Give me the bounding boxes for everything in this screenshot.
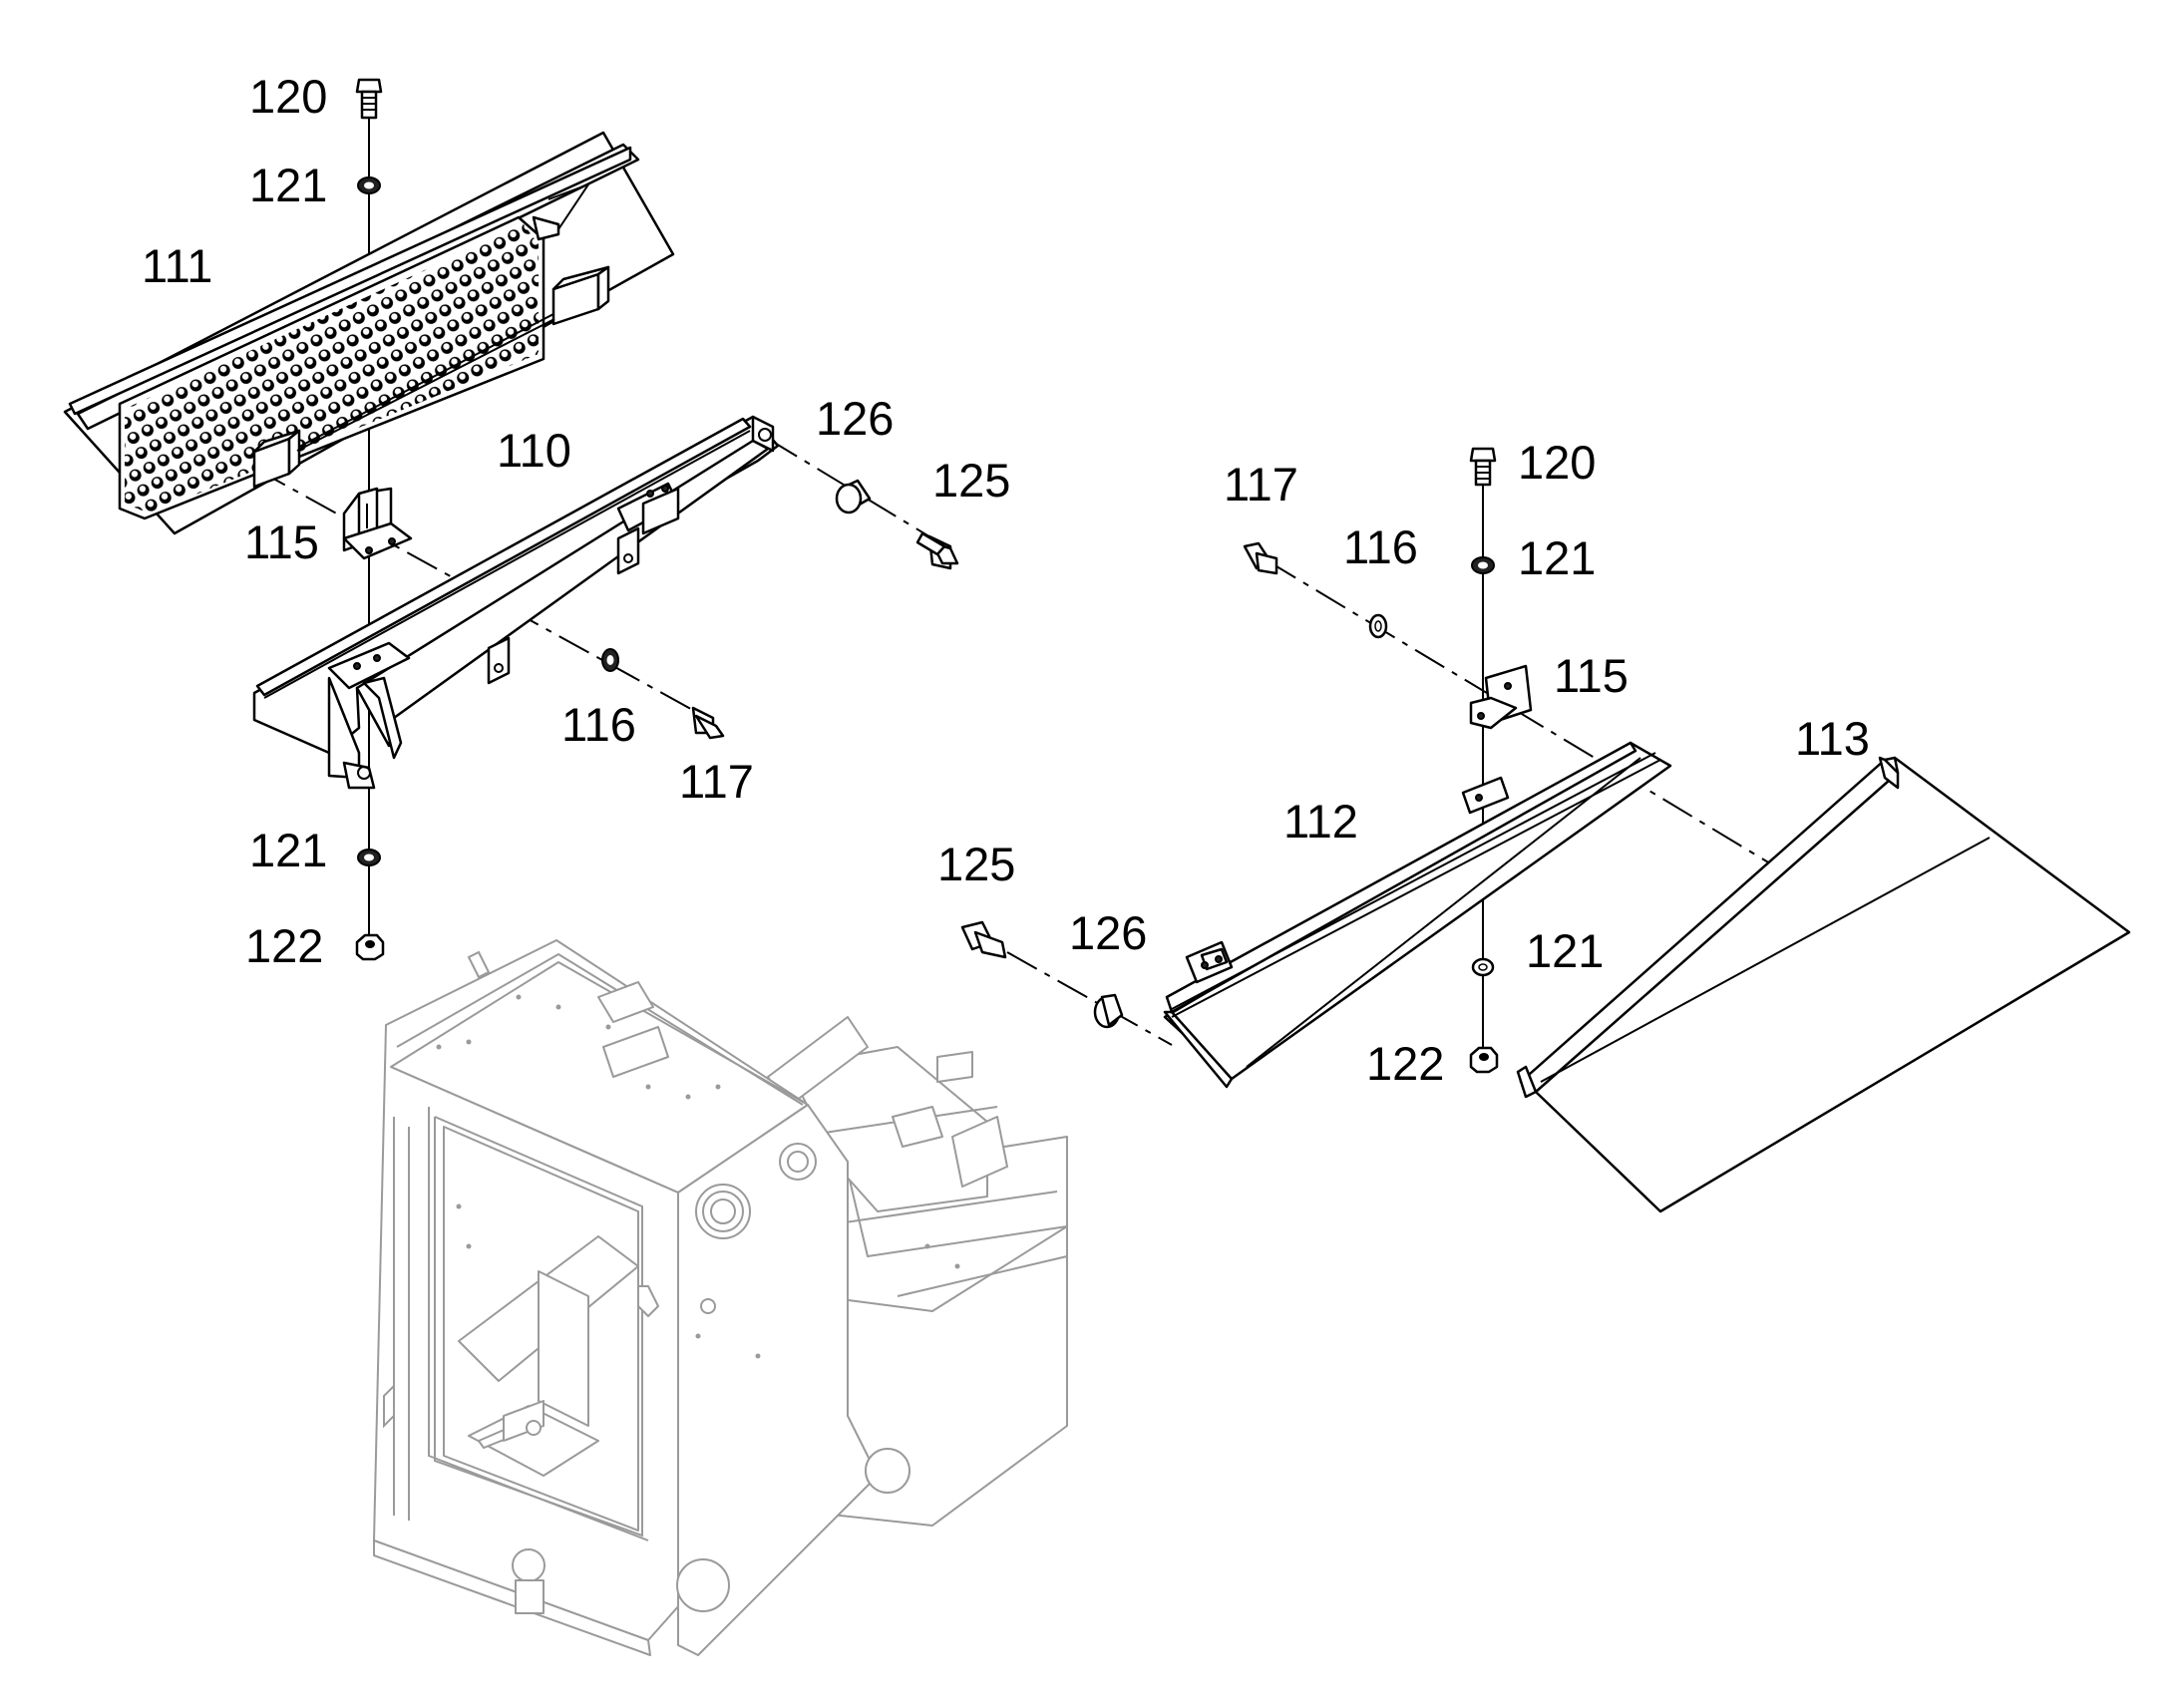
label-112: 112 <box>1283 795 1358 848</box>
label-122-right: 122 <box>1366 1037 1444 1090</box>
part-126-spacer-lower <box>1093 993 1124 1029</box>
label-126-lower: 126 <box>1069 906 1147 959</box>
part-112-wedge-cover <box>1163 741 1672 1089</box>
part-121-washer-lower-left <box>357 849 381 866</box>
part-110-frame-bracket <box>252 415 780 790</box>
part-116-washer-right <box>1368 613 1388 639</box>
machine-frame-background <box>373 939 1068 1656</box>
label-125-lower: 125 <box>937 838 1015 890</box>
part-116-washer-upper <box>601 648 619 672</box>
label-125-upper: 125 <box>932 454 1010 507</box>
label-110: 110 <box>497 424 571 477</box>
label-115-right: 115 <box>1554 649 1629 702</box>
part-122-nut-right <box>1469 1046 1499 1074</box>
label-120-right: 120 <box>1518 436 1596 489</box>
part-126-spacer-upper <box>835 479 872 514</box>
part-111-perforated-panel <box>63 131 675 535</box>
label-120-upper-left: 120 <box>249 70 327 123</box>
label-116-left: 116 <box>561 698 636 751</box>
frame-bolt-holes <box>436 994 960 1359</box>
label-117-left: 117 <box>679 755 754 808</box>
label-111: 111 <box>142 239 212 292</box>
part-115-bracket-upper-left <box>342 487 413 560</box>
part-121-washer-right-bottom <box>1471 957 1495 977</box>
part-115-bracket-right <box>1469 664 1533 730</box>
label-113: 113 <box>1795 712 1870 765</box>
label-126-upper: 126 <box>816 392 894 445</box>
part-113-cover-plate <box>1516 756 2131 1213</box>
part-120-bolt-upper-left <box>355 78 383 120</box>
label-121-upper-left: 121 <box>249 159 327 211</box>
label-121-right-top: 121 <box>1518 531 1596 584</box>
part-121-washer-upper-left <box>357 176 381 194</box>
part-125-bolt-upper <box>915 531 959 570</box>
label-121-right-bottom: 121 <box>1526 924 1604 977</box>
part-117-bolt-upper <box>691 706 725 740</box>
part-125-bolt-lower <box>960 920 1007 959</box>
label-121-lower-left: 121 <box>249 824 327 876</box>
label-115-left: 115 <box>244 515 319 568</box>
part-120-bolt-right <box>1469 447 1497 487</box>
label-116-right: 116 <box>1343 520 1418 573</box>
part-122-nut-lower-left <box>355 933 385 961</box>
label-122-left: 122 <box>245 919 323 972</box>
label-117-right: 117 <box>1224 458 1298 511</box>
part-121-washer-right-top <box>1471 556 1495 574</box>
part-117-bolt-right <box>1243 541 1278 575</box>
